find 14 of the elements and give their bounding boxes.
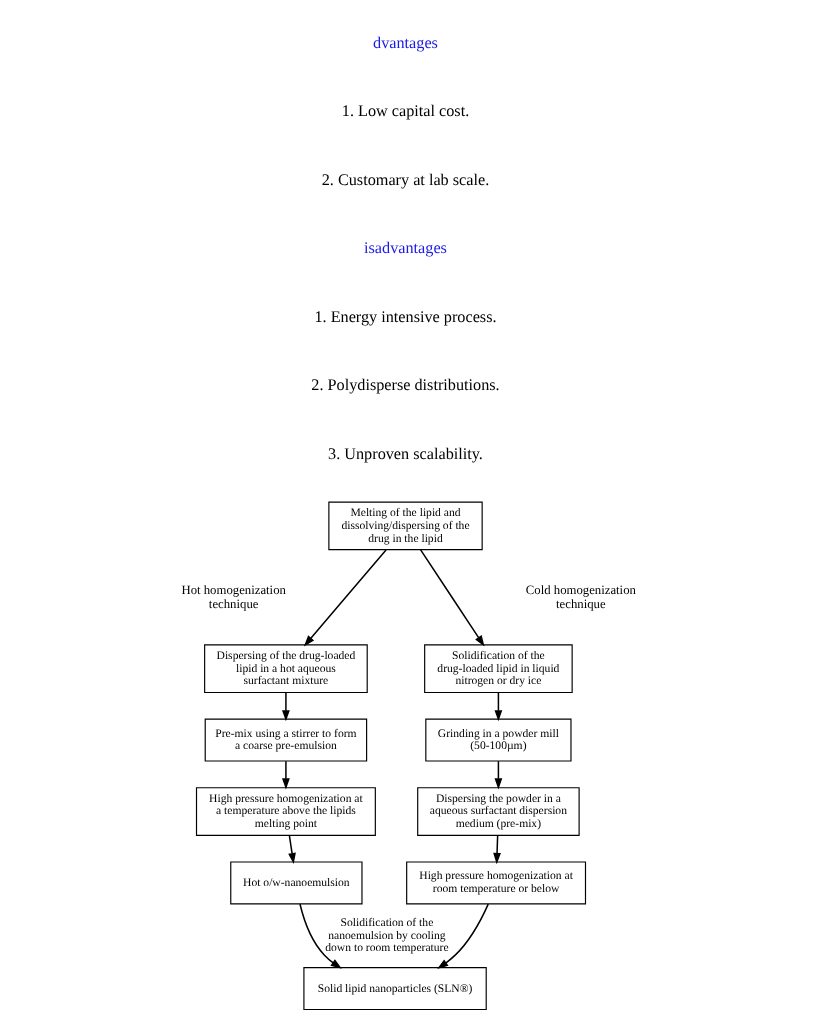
label: 1. Low capital cost.	[340, 102, 469, 121]
arrow	[302, 549, 386, 647]
arrow	[298, 903, 341, 969]
arrow	[281, 692, 289, 722]
label: 1. Energy intensive process.	[313, 307, 496, 326]
arrow	[287, 834, 295, 865]
label: 2. Polydisperse distributions.	[310, 376, 499, 395]
arrow	[281, 760, 289, 790]
label: isadvantages	[363, 239, 446, 258]
arrow	[418, 549, 484, 647]
label: 3. Unproven scalability.	[327, 444, 482, 463]
label: dvantages	[372, 33, 437, 52]
arrow	[436, 903, 488, 969]
label: 2. Customary at lab scale.	[320, 170, 489, 189]
